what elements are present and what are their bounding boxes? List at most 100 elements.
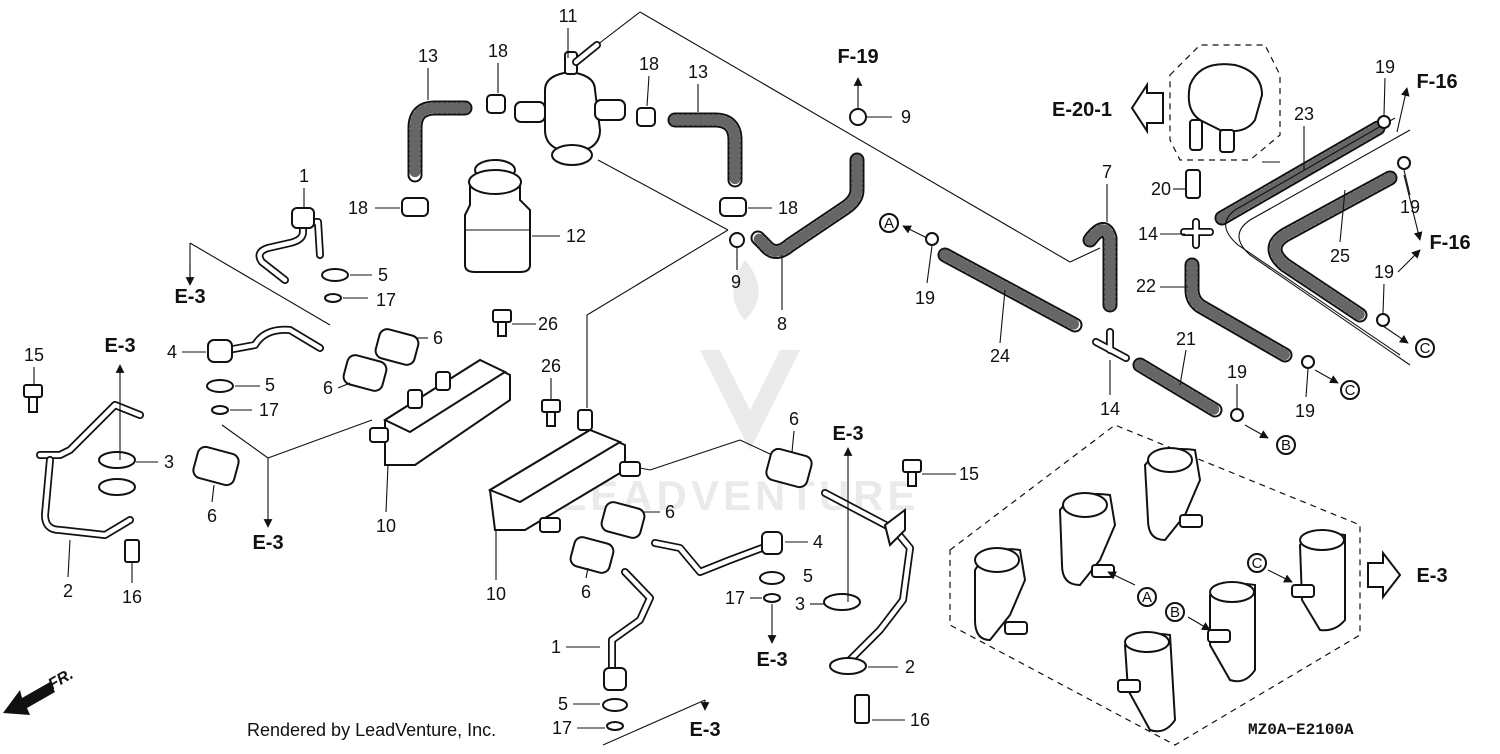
ref-f19: F-19: [837, 46, 878, 68]
footer-credit: Rendered by LeadVenture, Inc.: [247, 720, 496, 740]
connector-b: B: [1276, 435, 1296, 455]
hose-24: [937, 247, 1083, 333]
label-part-6-e: 6: [665, 502, 675, 522]
connector-c: C: [1340, 380, 1360, 400]
label-part-18-a: 18: [488, 41, 508, 61]
label-part-5-b: 5: [265, 375, 275, 395]
diagram-code: MZ0A−E2100A: [1248, 721, 1354, 739]
label-part-9-b: 9: [731, 272, 741, 292]
label-part-17-b: 17: [259, 400, 279, 420]
control-valve-10-upper: [369, 358, 511, 466]
front-direction-arrow: [3, 682, 55, 715]
label-part-4-a: 4: [167, 342, 177, 362]
label-part-14-b: 14: [1100, 399, 1120, 419]
label-part-19-f: 19: [1295, 401, 1315, 421]
part-labels: 11 13 13 18 18 18 18 12 9 9 8 7 20 14 14…: [24, 6, 1420, 738]
label-part-26-a: 26: [538, 314, 558, 334]
intake-port: [1291, 529, 1346, 632]
label-part-5-d: 5: [558, 694, 568, 714]
label-part-6-d: 6: [789, 409, 799, 429]
svg-text:C: C: [1252, 555, 1263, 572]
label-part-21: 21: [1176, 329, 1196, 349]
hose-25: [1267, 170, 1398, 323]
caps-6: [192, 328, 813, 574]
label-part-7: 7: [1102, 162, 1112, 182]
ref-e3-b: E-3: [104, 335, 135, 357]
label-part-5-c: 5: [803, 566, 813, 586]
label-part-15-b: 15: [959, 464, 979, 484]
ref-e3-e: E-3: [756, 649, 787, 671]
ref-f16-a: F-16: [1416, 71, 1457, 93]
label-part-16-a: 16: [122, 587, 142, 607]
label-part-4-b: 4: [813, 532, 823, 552]
label-part-1-b: 1: [551, 637, 561, 657]
washers: [206, 268, 785, 731]
hose-22: [1184, 257, 1293, 363]
bolts: [23, 309, 922, 724]
svg-text:A: A: [884, 215, 894, 232]
reference-labels: E-3 E-3 E-3 E-3 E-3 E-3 E-3 F-19 F-16 F-…: [104, 46, 1470, 741]
svg-text:C: C: [1420, 340, 1431, 357]
label-part-11: 11: [559, 6, 578, 26]
pipe-1-upper: [255, 207, 324, 284]
connector-markers: A A B B C C C: [879, 213, 1435, 622]
label-part-26-b: 26: [541, 356, 561, 376]
label-part-5-a: 5: [378, 265, 388, 285]
label-part-3-a: 3: [164, 452, 174, 472]
hose-13-right: [667, 112, 743, 188]
connector-b: B: [1165, 602, 1185, 622]
ref-e3-d: E-3: [832, 423, 863, 445]
label-part-2-a: 2: [63, 581, 73, 601]
svg-text:C: C: [1345, 382, 1356, 399]
intake-port: [1117, 631, 1177, 733]
label-part-19-d: 19: [915, 288, 935, 308]
label-part-13-left: 13: [418, 46, 438, 66]
label-part-8: 8: [777, 314, 787, 334]
detail-valve-e20-1: [1130, 44, 1281, 161]
label-part-14-a: 14: [1138, 224, 1158, 244]
label-part-6-f: 6: [581, 582, 591, 602]
leader-lines: [189, 11, 1280, 746]
label-part-13-right: 13: [688, 62, 708, 82]
label-part-19-b: 19: [1400, 197, 1420, 217]
label-part-23: 23: [1294, 104, 1314, 124]
label-part-24: 24: [990, 346, 1010, 366]
pipe-2-right: [821, 489, 914, 675]
ref-e3-f: E-3: [689, 719, 720, 741]
ref-e3-a: E-3: [174, 286, 205, 308]
intake-port: [1058, 492, 1117, 587]
hose-20: [1185, 169, 1201, 199]
pipe-1-lower: [603, 568, 654, 691]
label-part-19-c: 19: [1374, 262, 1394, 282]
connector-c: C: [1415, 338, 1435, 358]
clamp-18: [401, 94, 747, 217]
air-filter-12: [464, 159, 531, 273]
label-part-10-a: 10: [376, 516, 396, 536]
label-part-17-d: 17: [552, 718, 572, 738]
label-part-22: 22: [1136, 276, 1156, 296]
label-part-6-a: 6: [433, 328, 443, 348]
hose-13-left: [407, 100, 473, 183]
label-part-3-b: 3: [795, 594, 805, 614]
joint-14: [1092, 218, 1214, 362]
label-part-18-d: 18: [778, 198, 798, 218]
label-part-6-b: 6: [323, 378, 333, 398]
svg-text:B: B: [1281, 437, 1291, 454]
ref-f16-b: F-16: [1429, 232, 1470, 254]
label-part-18-c: 18: [348, 198, 368, 218]
label-part-17-a: 17: [376, 290, 396, 310]
label-part-10-b: 10: [486, 584, 506, 604]
ref-e3-c: E-3: [252, 532, 283, 554]
label-part-19-e: 19: [1227, 362, 1247, 382]
intake-port: [1207, 581, 1256, 683]
ref-e3-g: E-3: [1416, 565, 1447, 587]
label-part-9-a: 9: [901, 107, 911, 127]
label-part-1-a: 1: [299, 166, 309, 186]
hose-7: [1082, 222, 1118, 313]
direction-arrows: [3, 77, 1423, 715]
label-part-12: 12: [566, 226, 586, 246]
label-part-18-b: 18: [639, 54, 659, 74]
ref-e20-1: E-20-1: [1052, 99, 1112, 121]
